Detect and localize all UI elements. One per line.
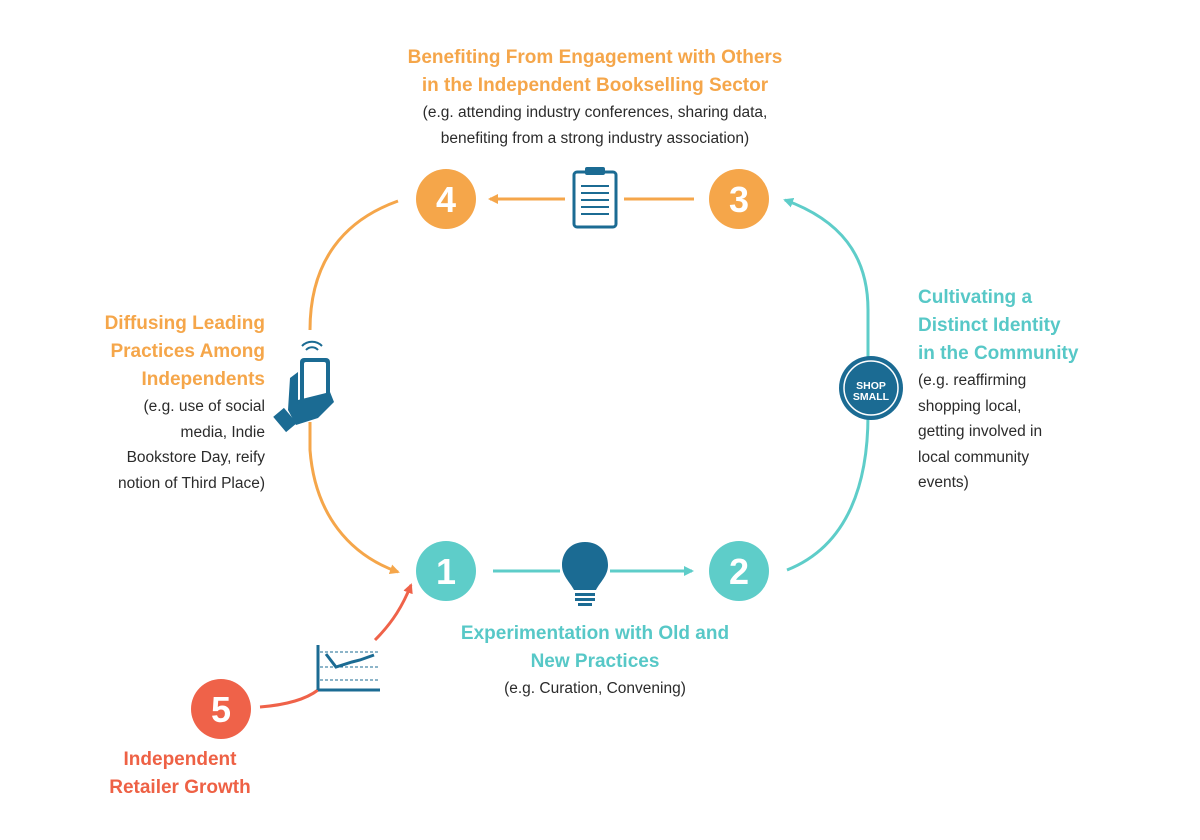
left-desc-line-2: media, Indie (180, 423, 265, 441)
right-label: Cultivating a Distinct Identity in the C… (918, 284, 1158, 496)
lightbulb-icon (562, 542, 608, 606)
top-title-line-2: in the Independent Bookselling Sector (421, 75, 769, 96)
node-1: 1 (416, 541, 476, 601)
node-4-number: 4 (436, 179, 456, 220)
growth-title-line-2: Retailer Growth (109, 777, 251, 798)
left-desc-line-3: Bookstore Day, reify (126, 449, 265, 466)
top-title-line-1: Benefiting From Engagement with Others (407, 47, 783, 68)
left-title-line-1: Diffusing Leading (104, 313, 265, 334)
top-desc-line-2: benefiting from a strong industry associ… (440, 129, 750, 147)
growth-label: Independent Retailer Growth (80, 746, 280, 802)
bottom-title-line-2: New Practices (530, 651, 660, 672)
node-3: 3 (709, 169, 769, 229)
arrow-4-to-1-lower (308, 422, 400, 575)
node-2: 2 (709, 541, 769, 601)
smartphone-hand-icon (273, 340, 334, 433)
node-2-number: 2 (729, 551, 749, 592)
right-desc-line-4: local community (918, 448, 1030, 466)
right-desc-line-1: (e.g. reaffirming (918, 372, 1027, 389)
clipboard-icon (572, 167, 618, 229)
arrow-5-to-chart (259, 688, 319, 709)
node-3-number: 3 (729, 179, 749, 220)
left-label: Diffusing Leading Practices Among Indepe… (60, 310, 265, 496)
right-title-line-1: Cultivating a (918, 287, 1033, 308)
right-title-line-2: Distinct Identity (918, 315, 1061, 336)
node-5-number: 5 (211, 689, 231, 730)
left-title-line-3: Independents (141, 369, 265, 390)
right-desc-line-3: getting involved in (918, 423, 1043, 440)
right-desc-line-2: shopping local, (918, 397, 1022, 415)
left-desc-line-1: (e.g. use of social (143, 398, 265, 415)
node-5: 5 (191, 679, 251, 739)
badge-text-small: SMALL (853, 391, 890, 403)
top-desc-line-1: (e.g. attending industry conferences, sh… (422, 104, 768, 121)
bottom-desc-line-1: (e.g. Curation, Convening) (504, 680, 686, 697)
right-desc-line-5: events) (918, 474, 969, 491)
shop-small-badge-icon: SHOP SMALL (839, 356, 903, 420)
bottom-label: Experimentation with Old and New Practic… (410, 620, 780, 702)
growth-title-line-1: Independent (123, 749, 237, 770)
node-1-number: 1 (436, 551, 456, 592)
left-title-line-2: Practices Among (110, 341, 265, 362)
node-4: 4 (416, 169, 476, 229)
right-title-line-3: in the Community (918, 343, 1079, 364)
arrow-chart-to-1 (373, 583, 413, 642)
badge-text-shop: SHOP (856, 380, 886, 392)
arrow-4-to-1 (308, 199, 399, 331)
line-chart-icon (316, 645, 380, 692)
left-desc-line-4: notion of Third Place) (117, 474, 265, 492)
top-label: Benefiting From Engagement with Others i… (345, 44, 845, 151)
bottom-title-line-1: Experimentation with Old and (460, 623, 730, 644)
